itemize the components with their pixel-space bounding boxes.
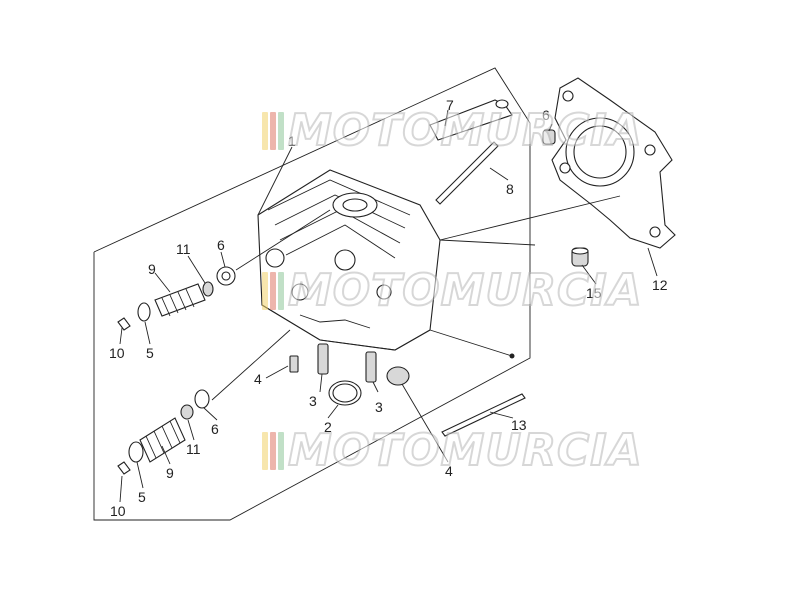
callout-13: 13 bbox=[511, 417, 527, 433]
stud-left bbox=[317, 343, 329, 375]
push-rod bbox=[435, 141, 499, 205]
watermark-text: MOTOMURCIA bbox=[287, 105, 643, 156]
stud-short bbox=[289, 355, 299, 373]
leader-lines bbox=[119, 109, 658, 503]
plug-cap bbox=[386, 366, 410, 386]
pointer-dot bbox=[509, 353, 515, 359]
watermark-text: MOTOMURCIA bbox=[287, 425, 643, 476]
callout-3-left: 3 bbox=[309, 393, 317, 409]
watermark-logo-bottom: MOTOMURCIA bbox=[262, 425, 643, 476]
callout-3-right: 3 bbox=[375, 399, 383, 415]
callout-9-lower: 9 bbox=[166, 465, 174, 481]
cylinder-head bbox=[257, 169, 441, 351]
callout-10-lower: 10 bbox=[110, 503, 126, 519]
watermark-bar-yellow bbox=[262, 112, 268, 150]
watermark-bars bbox=[262, 272, 284, 310]
callout-4-stud: 4 bbox=[254, 371, 262, 387]
watermark-bars bbox=[262, 432, 284, 470]
callout-6-dowel: 6 bbox=[542, 107, 550, 123]
watermark-bar-yellow bbox=[262, 432, 268, 470]
lower-valve-assembly bbox=[117, 389, 210, 475]
callout-12: 12 bbox=[652, 277, 668, 293]
o-ring bbox=[328, 380, 362, 406]
callout-1: 1 bbox=[288, 133, 296, 149]
watermark-logo-top: MOTOMURCIA bbox=[262, 105, 643, 156]
callout-8: 8 bbox=[506, 181, 514, 197]
stud-right bbox=[365, 351, 377, 383]
watermark-text: MOTOMURCIA bbox=[287, 265, 643, 316]
watermark-bar-green bbox=[278, 272, 284, 310]
callout-6-lower-valve: 6 bbox=[211, 421, 219, 437]
callout-5-lower: 5 bbox=[138, 489, 146, 505]
callout-11-lower: 11 bbox=[186, 441, 201, 457]
callout-6-upper-valve: 6 bbox=[217, 237, 225, 253]
watermark-bar-red bbox=[270, 272, 276, 310]
dowel-bush bbox=[571, 247, 589, 267]
callout-7: 7 bbox=[446, 97, 454, 113]
head-gasket bbox=[551, 77, 676, 249]
callout-4-plug: 4 bbox=[445, 463, 453, 479]
watermark-bar-green bbox=[278, 432, 284, 470]
callout-9-upper: 9 bbox=[148, 261, 156, 277]
callout-11-upper: 11 bbox=[176, 241, 191, 257]
callout-10-upper: 10 bbox=[109, 345, 125, 361]
callout-5-upper: 5 bbox=[146, 345, 154, 361]
assembly-frame bbox=[93, 67, 531, 521]
head-bolt bbox=[441, 393, 526, 437]
watermark-bar-yellow bbox=[262, 272, 268, 310]
watermark-bar-green bbox=[278, 112, 284, 150]
callout-15: 15 bbox=[586, 285, 602, 301]
rocker-cover-seal bbox=[429, 99, 513, 141]
watermark-bars bbox=[262, 112, 284, 150]
watermark-logo-middle: MOTOMURCIA bbox=[262, 265, 643, 316]
watermark-bar-red bbox=[270, 432, 276, 470]
watermark-bar-red bbox=[270, 112, 276, 150]
upper-valve-assembly bbox=[117, 266, 236, 331]
callout-2: 2 bbox=[324, 419, 332, 435]
